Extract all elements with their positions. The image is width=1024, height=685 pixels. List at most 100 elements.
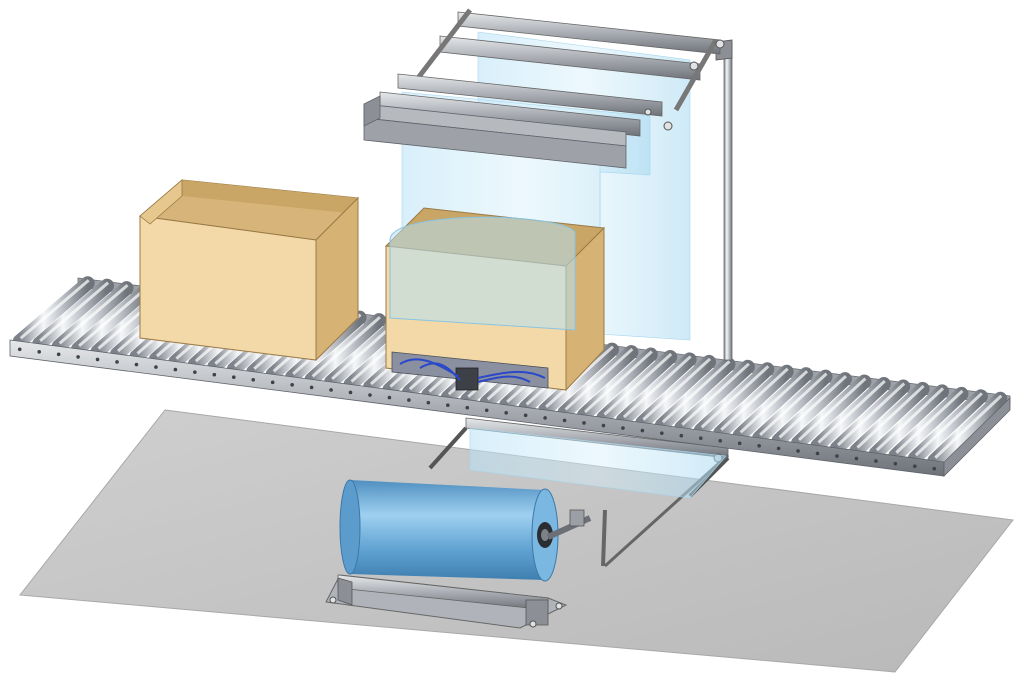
conveyor-roller-highlight bbox=[19, 279, 90, 340]
rail-bolt bbox=[718, 438, 723, 443]
conveyor-roller bbox=[849, 381, 930, 458]
rail-bolt bbox=[56, 352, 61, 357]
conveyor-roller-highlight bbox=[58, 284, 129, 345]
rail-bolt bbox=[893, 461, 898, 466]
conveyor-roller bbox=[577, 347, 658, 422]
conveyor-roller-highlight bbox=[564, 347, 634, 411]
rail-bolt bbox=[251, 377, 256, 382]
rail-bolt bbox=[290, 383, 294, 387]
conveyor-roller-highlight bbox=[778, 375, 847, 439]
air-hoses bbox=[399, 358, 546, 383]
rail-bolt bbox=[932, 466, 937, 471]
rail-bolt bbox=[95, 357, 100, 362]
rail-bolt bbox=[660, 431, 664, 435]
conveyor-roller-highlight bbox=[875, 387, 945, 452]
rail-bolt bbox=[815, 451, 820, 456]
rail-bolt bbox=[523, 413, 528, 418]
rail-bolt bbox=[737, 441, 742, 446]
conveyor-roller bbox=[304, 313, 386, 387]
conveyor-roller bbox=[51, 281, 134, 354]
rail-bolt bbox=[640, 428, 645, 433]
rail-bolt bbox=[309, 385, 314, 390]
rail-bolt bbox=[348, 390, 353, 395]
conveyor-roller bbox=[907, 389, 988, 466]
rail-bolt bbox=[854, 456, 859, 461]
rail-bolt bbox=[76, 355, 80, 359]
sealing-head bbox=[391, 351, 549, 391]
overhead-film-frame bbox=[715, 39, 733, 361]
conveyor-roller bbox=[12, 276, 95, 349]
conveyor-roller bbox=[693, 362, 775, 438]
conveyor-roller-highlight bbox=[642, 357, 712, 421]
conveyor-roller bbox=[868, 384, 950, 461]
conveyor-roller-highlight bbox=[545, 345, 614, 409]
conveyor-roller-highlight bbox=[759, 372, 828, 436]
rail-bolt bbox=[193, 370, 197, 374]
rail-bolt bbox=[504, 411, 508, 415]
conveyor-roller bbox=[654, 357, 736, 433]
rail-bolt bbox=[582, 421, 586, 425]
rail-bolt bbox=[484, 408, 489, 413]
conveyor-roller bbox=[713, 364, 794, 440]
conveyor-roller bbox=[615, 352, 697, 428]
film-roll bbox=[339, 479, 592, 582]
rail-bolt bbox=[874, 459, 878, 463]
conveyor-roller-highlight bbox=[817, 379, 886, 444]
rail-bolt bbox=[231, 375, 236, 380]
conveyor-roller bbox=[927, 391, 1008, 468]
conveyor-roller-highlight bbox=[895, 389, 964, 454]
rail-bolt bbox=[173, 367, 178, 372]
conveyor-roller-highlight bbox=[798, 377, 867, 442]
conveyor-roller-highlight bbox=[603, 352, 673, 416]
rail-bolt bbox=[562, 418, 567, 423]
rail-bolt bbox=[134, 362, 139, 367]
conveyor-roller bbox=[538, 342, 619, 417]
rail-bolt bbox=[913, 464, 917, 468]
rail-bolt bbox=[757, 444, 761, 448]
conveyor-roller-highlight bbox=[661, 360, 731, 424]
rail-bolt bbox=[368, 393, 372, 397]
rail-bolt bbox=[387, 395, 392, 400]
overhead-roller-assembly bbox=[363, 8, 725, 169]
conveyor-roller bbox=[810, 377, 891, 453]
conveyor-roller bbox=[732, 367, 814, 443]
conveyor-roller-highlight bbox=[836, 382, 906, 447]
conveyor-roller-highlight bbox=[39, 281, 110, 342]
conveyor-roller bbox=[752, 369, 833, 445]
conveyor-roller-highlight bbox=[856, 384, 925, 449]
conveyor-roller-highlight bbox=[934, 394, 1003, 459]
roll-cradle-stand bbox=[325, 574, 568, 629]
rail-bolt bbox=[37, 350, 41, 354]
conveyor-roller bbox=[829, 379, 911, 456]
rail-bolt bbox=[601, 423, 606, 428]
rail-bolt bbox=[329, 388, 333, 392]
rail-bolt bbox=[543, 416, 547, 420]
conveyor-roller bbox=[791, 374, 872, 450]
rail-bolt bbox=[698, 436, 703, 441]
conveyor-roller bbox=[32, 278, 115, 351]
conveyor-roller-highlight bbox=[739, 370, 809, 434]
rail-bolt bbox=[17, 347, 22, 352]
conveyor-roller-highlight bbox=[584, 350, 653, 414]
rail-bolt bbox=[270, 380, 275, 385]
conveyor-roller-highlight bbox=[720, 367, 789, 431]
rail-bolt bbox=[835, 454, 839, 458]
rail-bolt bbox=[621, 426, 625, 430]
conveyor-roller-highlight bbox=[681, 362, 750, 426]
conveyor-roller-highlight bbox=[700, 365, 770, 429]
transparent-film-web-lower bbox=[469, 427, 727, 499]
conveyor-roller-highlight bbox=[622, 355, 692, 419]
conveyor-roller bbox=[596, 349, 678, 425]
rail-bolt bbox=[776, 446, 781, 451]
conveyor-roller bbox=[71, 283, 153, 356]
rail-bolt bbox=[212, 372, 217, 377]
conveyor-roller bbox=[557, 345, 639, 420]
rail-bolt bbox=[407, 398, 411, 402]
conveyor-roller bbox=[888, 386, 969, 463]
conveyor-roller bbox=[674, 359, 755, 435]
rail-bolt bbox=[115, 360, 119, 364]
conveyor-roller-highlight bbox=[311, 315, 381, 378]
rail-bolt bbox=[679, 433, 684, 438]
conveyor-roller bbox=[635, 354, 717, 430]
